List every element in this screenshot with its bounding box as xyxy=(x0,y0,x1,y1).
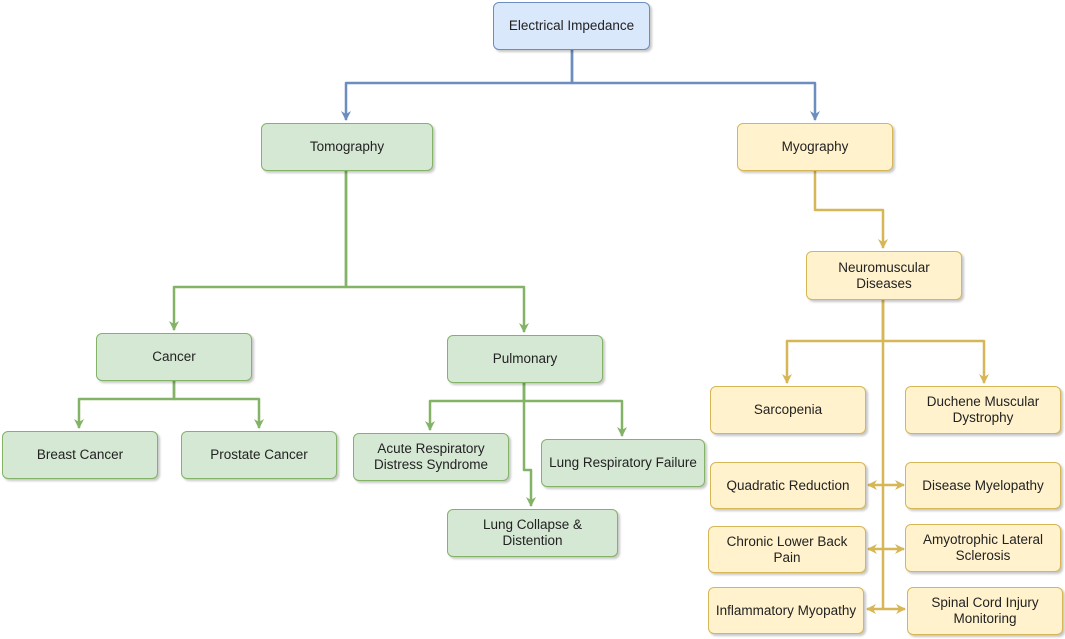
node-lung-respiratory-failure: Lung Respiratory Failure xyxy=(541,439,705,487)
node-lung-collapse: Lung Collapse & Distention xyxy=(447,509,618,557)
node-spinal-cord-injury: Spinal Cord Injury Monitoring xyxy=(907,587,1063,635)
edge-pulmonary-ards xyxy=(425,383,526,431)
node-quadratic-reduction: Quadratic Reduction xyxy=(710,462,866,509)
node-disease-myelopathy: Disease Myelopathy xyxy=(905,462,1061,509)
node-cancer: Cancer xyxy=(96,333,252,381)
node-pulmonary: Pulmonary xyxy=(447,335,603,383)
node-breast-cancer: Breast Cancer xyxy=(2,431,158,479)
node-chronic-lower-back-pain: Chronic Lower Back Pain xyxy=(708,526,866,573)
edge-neuro-duchene xyxy=(881,300,989,384)
edge-cancer-breast xyxy=(74,381,176,429)
node-neuromuscular-diseases: Neuromuscular Diseases xyxy=(806,251,962,300)
edge-pulmonary-collapse xyxy=(522,383,536,507)
edge-root-tomography xyxy=(341,50,574,121)
edge-tomography-cancer xyxy=(169,171,348,331)
edge-root-myography xyxy=(570,50,820,121)
edge-neuro-sarcopenia xyxy=(782,300,885,384)
edge-pulmonary-lrf xyxy=(522,383,627,437)
node-ards: Acute Respiratory Distress Syndrome xyxy=(353,433,509,481)
node-inflammatory-myopathy: Inflammatory Myopathy xyxy=(708,587,864,634)
edge-tomography-pulmonary xyxy=(344,171,529,333)
node-prostate-cancer: Prostate Cancer xyxy=(181,431,337,479)
node-myography: Myography xyxy=(737,123,893,171)
node-tomography: Tomography xyxy=(261,123,433,171)
edge-myography-neuro xyxy=(813,171,888,249)
node-electrical-impedance: Electrical Impedance xyxy=(493,2,650,50)
edge-cancer-prostate xyxy=(172,381,264,429)
node-duchene: Duchene Muscular Dystrophy xyxy=(905,386,1061,434)
node-sarcopenia: Sarcopenia xyxy=(710,386,866,434)
node-als: Amyotrophic Lateral Sclerosis xyxy=(905,524,1061,572)
